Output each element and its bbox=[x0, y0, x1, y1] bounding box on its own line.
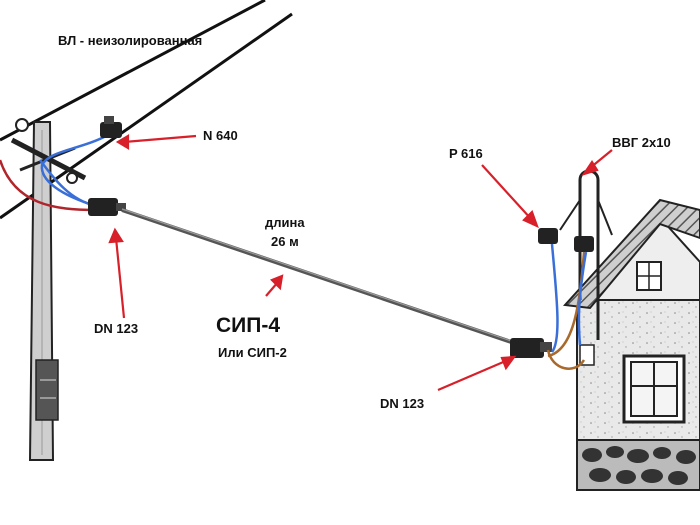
label-length-line1: длина bbox=[265, 215, 305, 230]
label-cable-main: СИП-4 bbox=[216, 314, 280, 337]
label-p616: P 616 bbox=[449, 146, 483, 161]
label-dn123-left: DN 123 bbox=[94, 321, 138, 336]
label-cable-alt: Или СИП-2 bbox=[218, 345, 287, 360]
label-vvg: ВВГ 2х10 bbox=[612, 135, 671, 150]
sip-cable-span bbox=[121, 208, 521, 347]
clamp-dn123-pole-icon bbox=[88, 198, 126, 216]
label-n640: N 640 bbox=[203, 128, 238, 143]
label-overhead-line: ВЛ - неизолированная bbox=[58, 33, 202, 48]
clamp-dn123-house-icon bbox=[510, 338, 552, 358]
annotation-arrows bbox=[108, 134, 613, 392]
clamp-n640-icon bbox=[100, 116, 122, 138]
label-dn123-right: DN 123 bbox=[380, 396, 424, 411]
label-length-line2: 26 м bbox=[271, 234, 299, 249]
house-drop-wires bbox=[546, 243, 588, 370]
clamp-p616-icon bbox=[538, 228, 594, 252]
